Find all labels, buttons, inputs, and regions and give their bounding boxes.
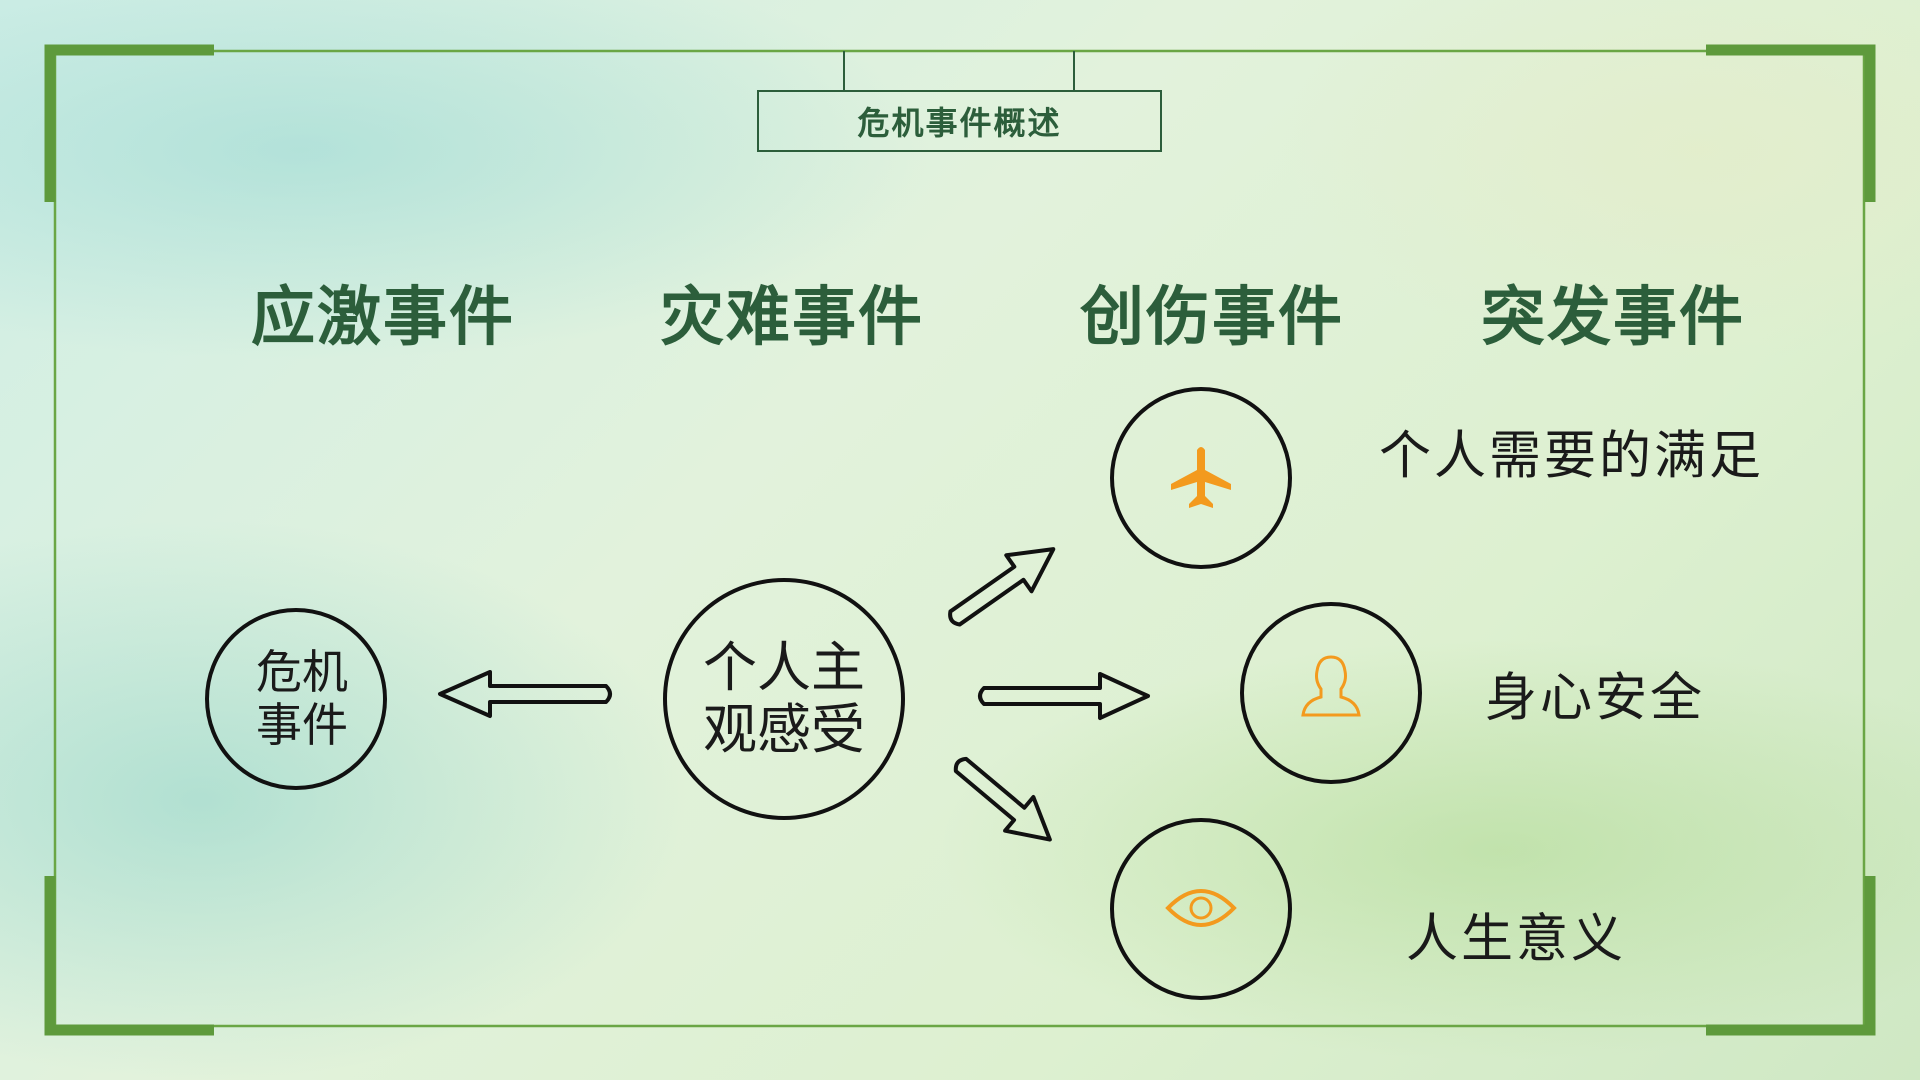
arrow-left: [438, 670, 612, 718]
arrow-down-right: [953, 756, 1052, 842]
person-icon: [1301, 655, 1361, 717]
label-physical-mental-safety: 身心安全: [1485, 668, 1706, 729]
crisis-node-line1: 危机: [256, 645, 348, 700]
heading-sudden-event: 突发事件: [1481, 281, 1745, 355]
crisis-event-circle: [205, 608, 387, 790]
eye-icon: [1165, 889, 1237, 927]
center-node-line1: 个人主: [703, 635, 865, 699]
need-circle-bottom: [1110, 818, 1292, 1000]
outer-frame: [53, 49, 1866, 1028]
subjective-feeling-circle: [663, 578, 905, 820]
airplane-icon: [1171, 447, 1231, 508]
crisis-node-line2: 事件: [256, 698, 348, 752]
center-node-line2: 观感受: [703, 698, 865, 761]
corner-brackets: [44, 44, 1876, 1036]
heading-trauma-event: 创伤事件: [1080, 281, 1344, 355]
arrow-right: [978, 672, 1150, 720]
page-title: 危机事件概述: [857, 104, 1062, 142]
title-box: [757, 90, 1162, 152]
title-connectors: [843, 51, 1075, 91]
subjective-feeling-node: 个人主 观感受: [703, 635, 865, 761]
heading-stress-event: 应激事件: [251, 281, 515, 355]
heading-disaster-event: 灾难事件: [660, 281, 924, 355]
crisis-event-node: 危机 事件: [256, 646, 348, 752]
label-personal-needs: 个人需要的满足: [1379, 426, 1765, 487]
arrow-up-right: [948, 547, 1056, 627]
need-circle-top: [1110, 387, 1292, 569]
need-circle-middle: [1240, 602, 1422, 784]
label-meaning-of-life: 人生意义: [1406, 909, 1627, 970]
